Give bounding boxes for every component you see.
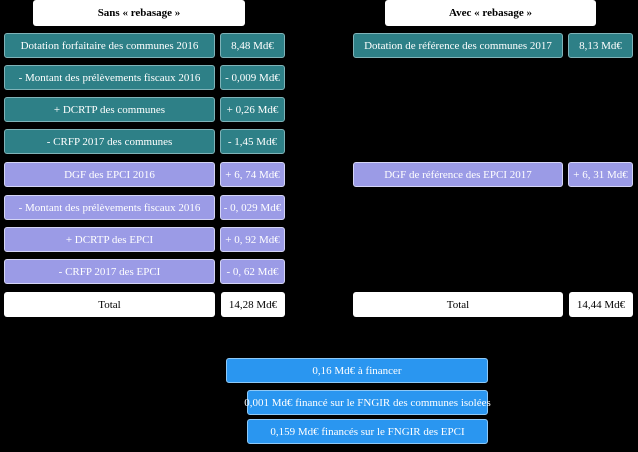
financing-total: 0,16 Md€ à financer bbox=[226, 358, 488, 383]
row-value-dgf-reference-epci: + 6, 31 Md€ bbox=[568, 162, 633, 187]
row-value-dcrtp-communes: + 0,26 Md€ bbox=[220, 97, 285, 122]
row-value-crfp-epci: - 0, 62 Md€ bbox=[220, 259, 285, 284]
row-label-dotation-forfaitaire: Dotation forfaitaire des communes 2016 bbox=[4, 33, 215, 58]
header-with-rebasing: Avec « rebasage » bbox=[385, 0, 596, 26]
row-label-crfp-epci: - CRFP 2017 des EPCI bbox=[4, 259, 215, 284]
financing-fngir-communes: 0,001 Md€ financé sur le FNGIR des commu… bbox=[244, 390, 491, 415]
row-value-dotation-reference: 8,13 Md€ bbox=[568, 33, 633, 58]
row-value-prelevements-communes: - 0,009 Md€ bbox=[220, 65, 285, 90]
left-total-label: Total bbox=[4, 292, 215, 317]
right-total-value: 14,44 Md€ bbox=[569, 292, 633, 317]
row-label-prelevements-communes: - Montant des prélèvements fiscaux 2016 bbox=[4, 65, 215, 90]
row-label-dcrtp-epci: + DCRTP des EPCI bbox=[4, 227, 215, 252]
left-total-value: 14,28 Md€ bbox=[221, 292, 285, 317]
row-label-crfp-communes: - CRFP 2017 des communes bbox=[4, 129, 215, 154]
row-value-dgf-epci: + 6, 74 Md€ bbox=[220, 162, 285, 187]
row-value-crfp-communes: - 1,45 Md€ bbox=[220, 129, 285, 154]
row-label-dcrtp-communes: + DCRTP des communes bbox=[4, 97, 215, 122]
financing-fngir-epci: 0,159 Md€ financés sur le FNGIR des EPCI bbox=[247, 419, 488, 444]
header-without-rebasing: Sans « rebasage » bbox=[33, 0, 245, 26]
row-label-dgf-reference-epci: DGF de référence des EPCI 2017 bbox=[353, 162, 563, 187]
row-label-dgf-epci: DGF des EPCI 2016 bbox=[4, 162, 215, 187]
row-label-prelevements-epci: - Montant des prélèvements fiscaux 2016 bbox=[4, 195, 215, 220]
right-total-label: Total bbox=[353, 292, 563, 317]
row-value-prelevements-epci: - 0, 029 Md€ bbox=[220, 195, 285, 220]
row-value-dotation-forfaitaire: 8,48 Md€ bbox=[220, 33, 285, 58]
row-label-dotation-reference: Dotation de référence des communes 2017 bbox=[353, 33, 563, 58]
row-value-dcrtp-epci: + 0, 92 Md€ bbox=[220, 227, 285, 252]
